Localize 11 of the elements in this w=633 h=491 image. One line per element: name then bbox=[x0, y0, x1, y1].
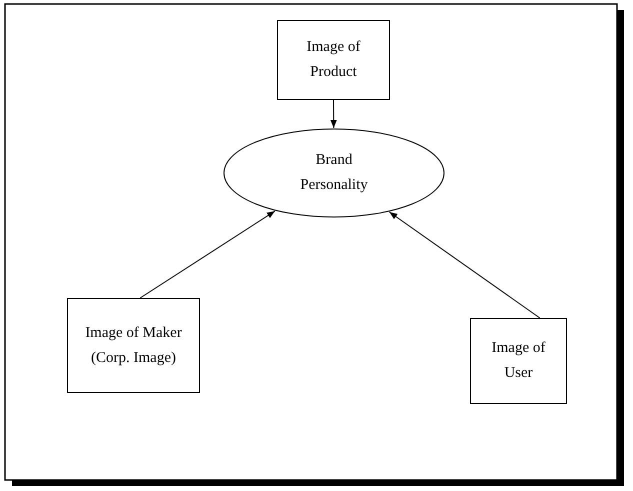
arrow bbox=[330, 100, 337, 128]
process-box bbox=[277, 20, 390, 100]
process-box bbox=[470, 318, 567, 404]
node-label: Brand Personality bbox=[299, 151, 369, 195]
arrow bbox=[388, 212, 540, 318]
ellipse-node bbox=[223, 128, 445, 218]
node-label: Image of User bbox=[490, 339, 546, 383]
node-label: Image of Maker (Corp. Image) bbox=[84, 324, 183, 368]
node-label: Image of Product bbox=[306, 38, 362, 82]
process-box bbox=[67, 298, 200, 393]
arrow bbox=[140, 210, 276, 298]
